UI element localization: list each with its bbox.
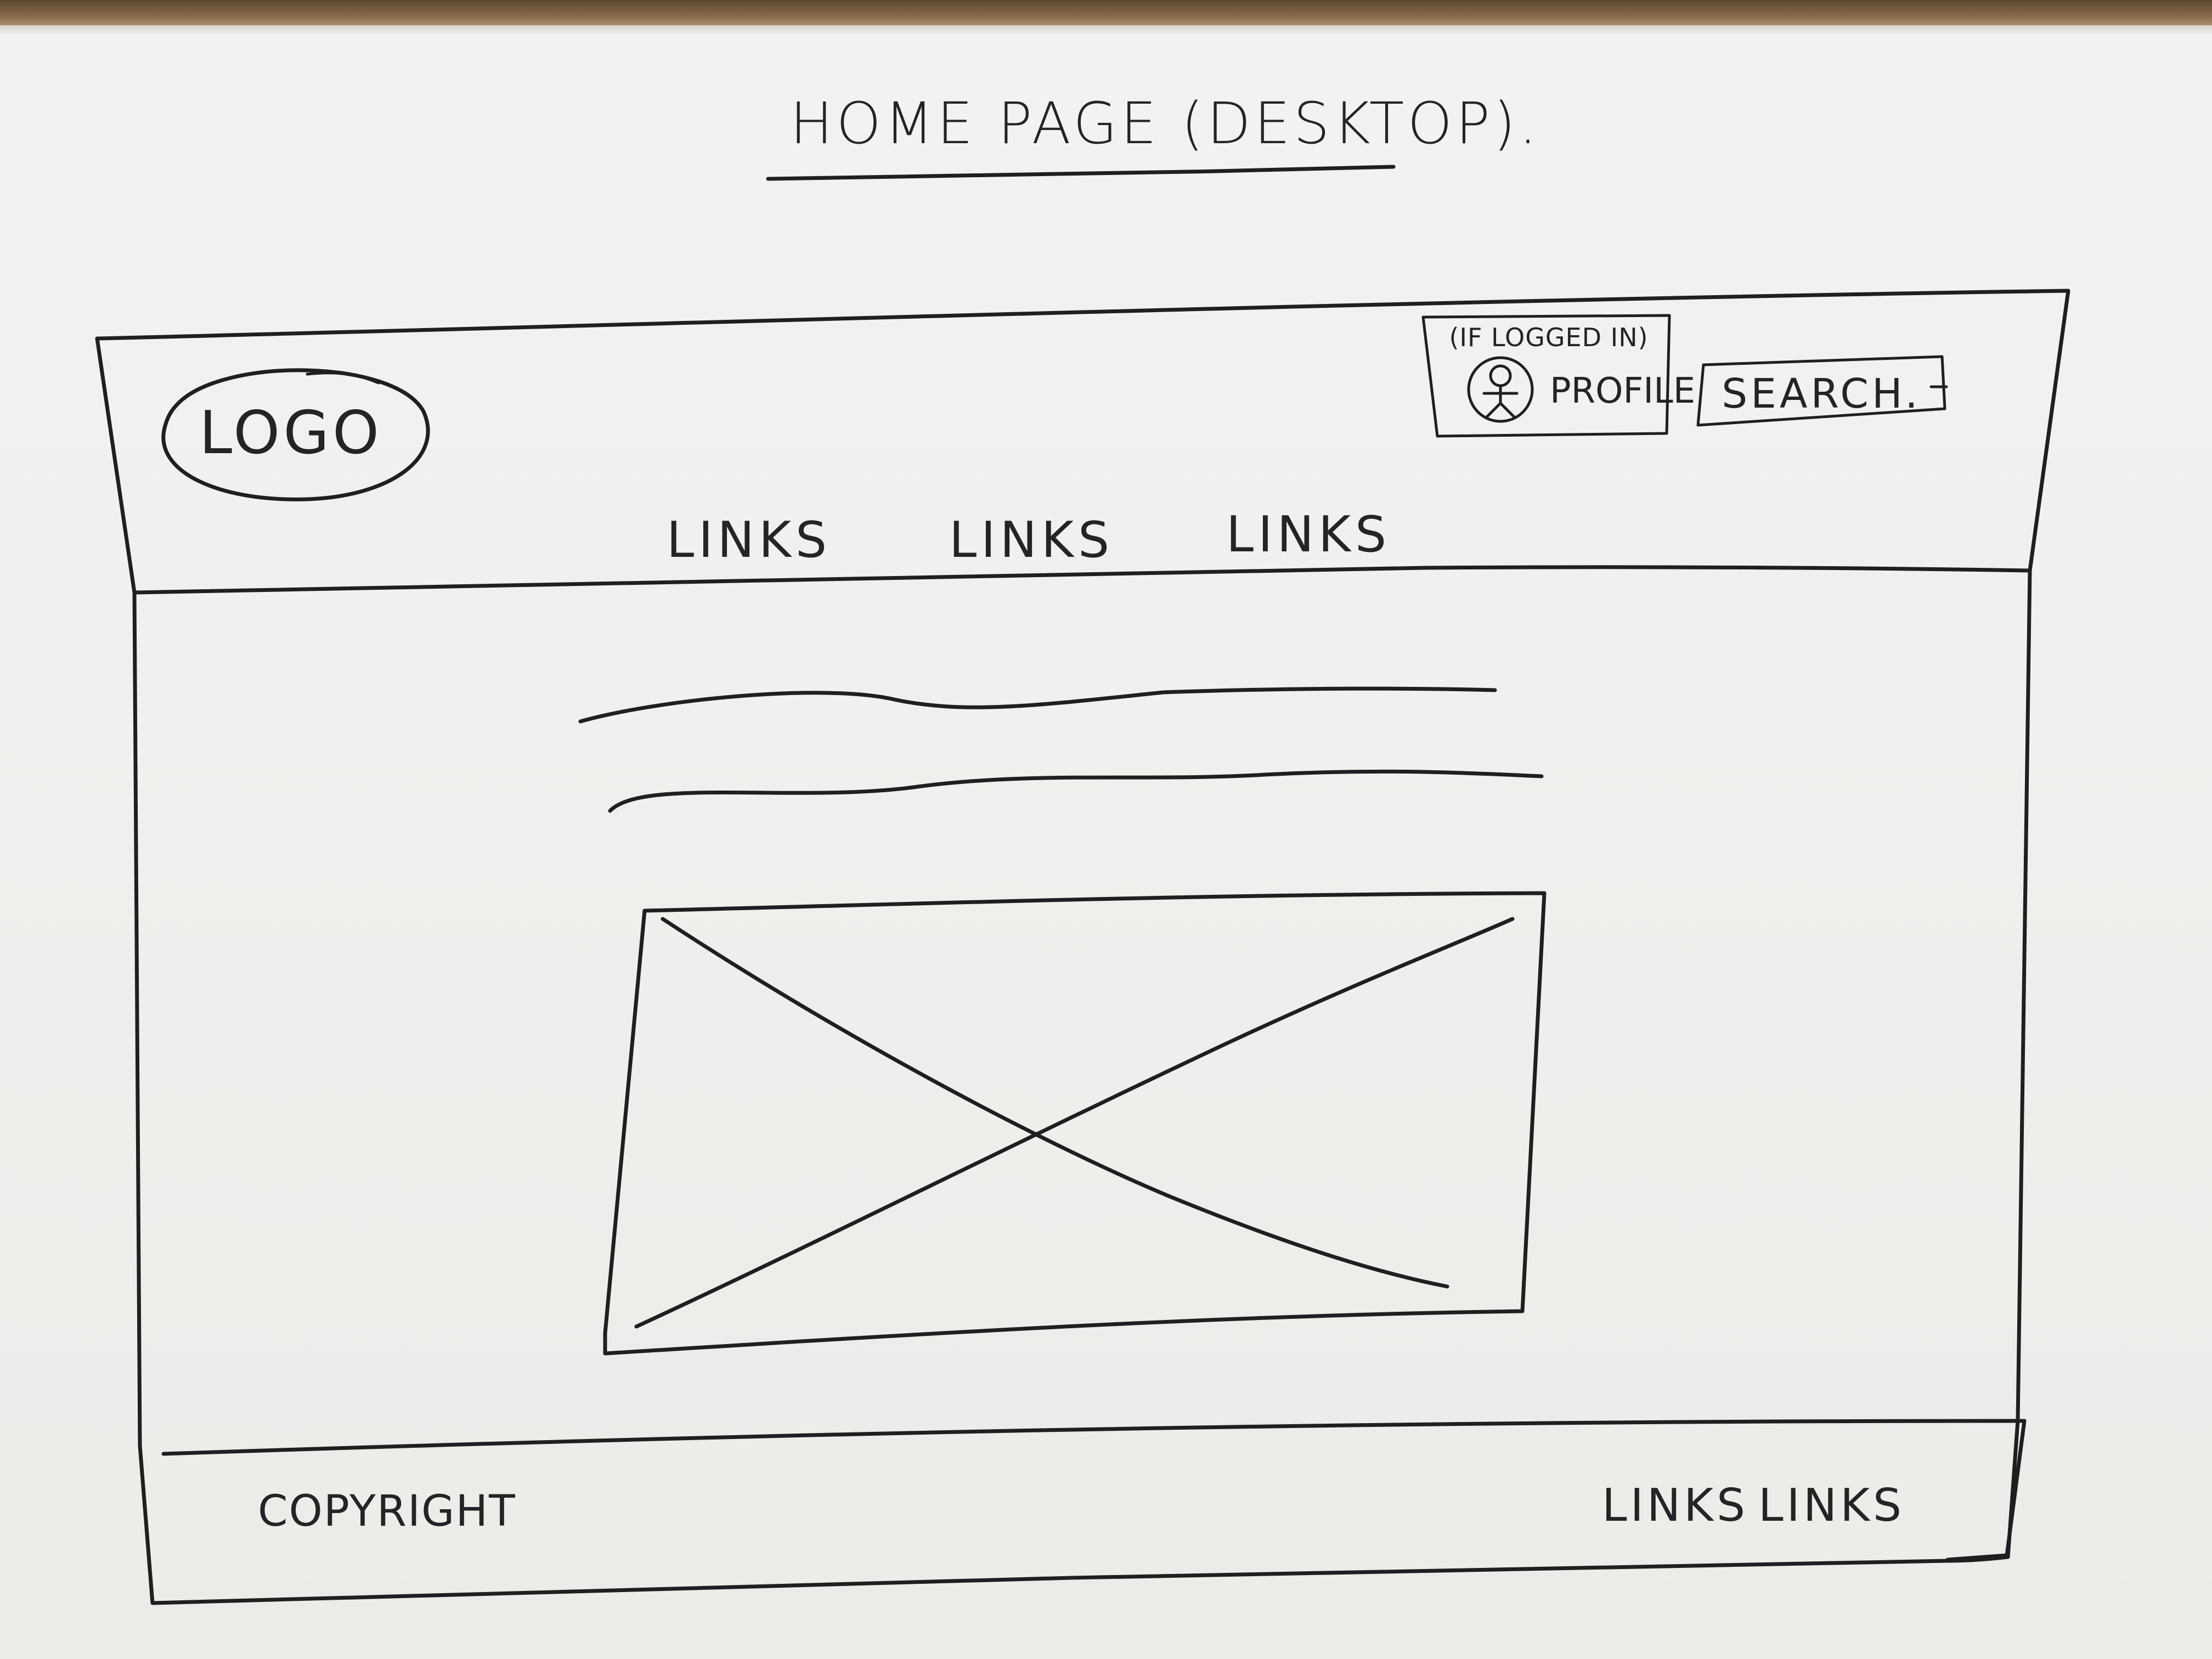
footer-link[interactable]: Links bbox=[1758, 1480, 1905, 1532]
search-label: Search. bbox=[1722, 370, 1921, 417]
hero-heading-line-2 bbox=[609, 767, 1542, 814]
logo-text: Logo bbox=[199, 399, 383, 467]
nav-link[interactable]: Links bbox=[1226, 506, 1391, 563]
footer-link[interactable]: Links bbox=[1602, 1480, 1749, 1532]
table-edge bbox=[0, 0, 2212, 29]
hero-heading-line-1 bbox=[580, 680, 1497, 724]
paper-edge bbox=[0, 25, 2212, 35]
nav-link[interactable]: Links bbox=[667, 511, 832, 569]
image-placeholder bbox=[603, 891, 1544, 1355]
page-title: Home Page (Desktop). bbox=[790, 90, 1541, 157]
nav-link[interactable]: Links bbox=[949, 511, 1114, 569]
profile-avatar-icon bbox=[1468, 357, 1533, 422]
login-status-note: (If logged in) bbox=[1449, 323, 1649, 352]
profile-label: Profile bbox=[1550, 371, 1696, 411]
copyright-text: Copyright bbox=[258, 1487, 516, 1536]
